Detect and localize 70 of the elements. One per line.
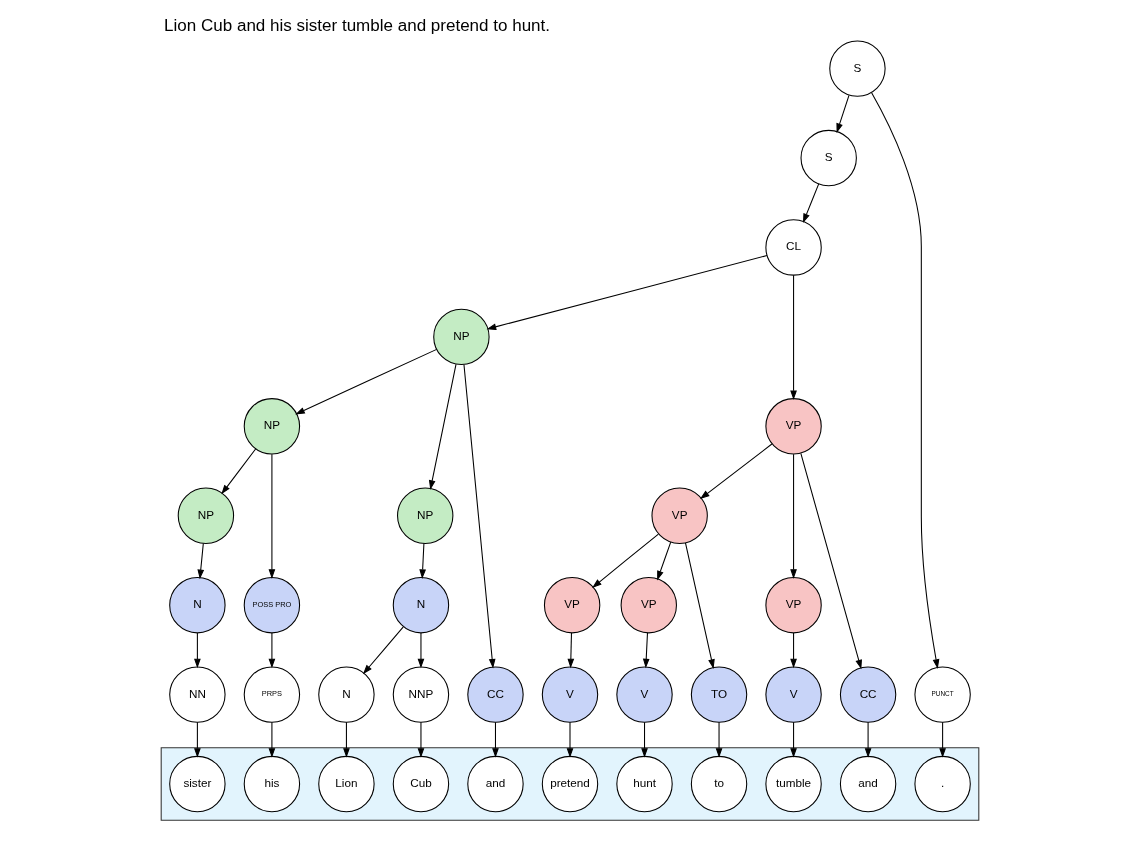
arrow	[789, 453, 797, 579]
node-circle: VP	[764, 397, 822, 455]
node-circle: CC	[466, 665, 524, 723]
arrow	[491, 721, 499, 758]
node-circle: PRPS	[243, 665, 300, 723]
node-circle: CC	[839, 665, 896, 723]
arrow	[268, 453, 275, 579]
node-circle: and	[466, 755, 524, 812]
node-circle: VP	[620, 576, 677, 633]
node-circle: Cub	[392, 755, 449, 812]
arrow	[294, 348, 437, 415]
arrow	[268, 721, 275, 758]
arrow	[864, 721, 871, 758]
node-circle: N	[168, 576, 226, 633]
arrow	[418, 542, 426, 579]
arrow	[870, 91, 939, 669]
arrow	[799, 452, 862, 669]
node-circle: his	[243, 755, 300, 812]
arrow	[715, 721, 722, 758]
arrow	[362, 625, 404, 674]
node-circle: and	[839, 755, 896, 812]
arrow	[789, 631, 797, 668]
arrow	[196, 542, 204, 579]
node-circle: NP	[432, 308, 490, 365]
arrow	[193, 721, 201, 758]
node-circle: NP	[396, 487, 453, 544]
arrow	[268, 631, 275, 668]
arrow	[462, 363, 495, 669]
arrow	[699, 443, 772, 499]
arrow	[938, 721, 946, 758]
arrow	[342, 721, 350, 758]
node-circle: V	[615, 665, 673, 723]
arrow	[428, 363, 456, 490]
node-circle: NP	[177, 487, 234, 544]
arrow	[193, 631, 201, 668]
arrow	[591, 533, 659, 588]
arrow	[417, 721, 424, 758]
arrow	[684, 541, 715, 669]
arrow	[789, 274, 797, 400]
node-circle: NN	[168, 665, 226, 723]
node-circle: VP	[764, 576, 822, 633]
node-circle: TO	[690, 665, 747, 723]
arrow	[567, 631, 574, 668]
arrow	[835, 94, 849, 133]
node-circle: CL	[764, 218, 822, 276]
node-circle: Lion	[317, 755, 375, 812]
node-circle: V	[764, 665, 822, 723]
node-circle: NP	[243, 397, 300, 455]
node-circle: pretend	[541, 755, 598, 812]
node-circle: POSS PRO	[243, 576, 300, 633]
arrow	[640, 721, 648, 758]
node-circle: S	[800, 129, 857, 186]
node-circle: hunt	[615, 755, 673, 812]
node-circle: V	[541, 665, 598, 723]
arrow	[417, 631, 424, 668]
node-circle: sister	[168, 755, 226, 812]
arrow	[789, 721, 797, 758]
node-circle: N	[392, 576, 449, 633]
node-circle: .	[913, 755, 971, 812]
arrow	[566, 721, 573, 758]
node-circle: S	[828, 39, 886, 97]
arrow	[486, 254, 767, 330]
node-circle: tumble	[764, 755, 822, 812]
diagram-title: Lion Cub and his sister tumble and pretend to hunt.	[163, 15, 550, 35]
arrow	[220, 447, 256, 494]
arrow	[802, 182, 819, 223]
node-circle: to	[690, 755, 747, 812]
node-circle: NNP	[392, 665, 449, 723]
arrow	[656, 541, 671, 580]
arrow	[642, 631, 650, 668]
